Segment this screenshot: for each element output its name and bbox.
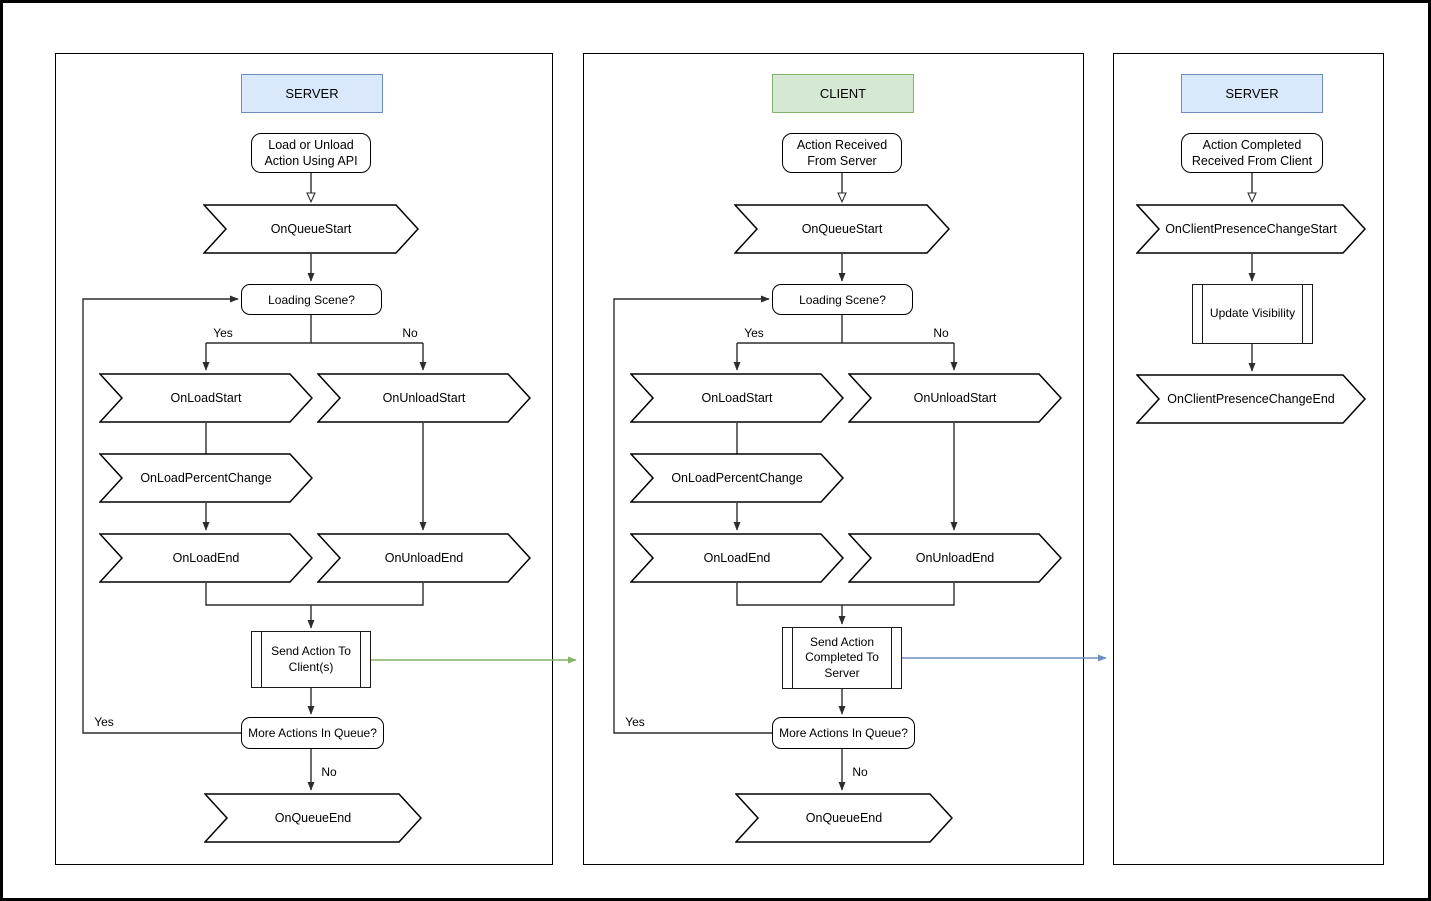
event-label: OnUnloadStart — [382, 391, 466, 405]
start-label: Load or Unload Action Using API — [264, 137, 358, 168]
event-onloadstart-p1: OnLoadStart — [99, 373, 313, 423]
chevron-shape — [1136, 374, 1366, 424]
decision-label: Loading Scene? — [268, 292, 355, 307]
chevron-shape — [317, 373, 531, 423]
process-send-action-completed: Send Action Completed To Server — [782, 627, 902, 689]
process-label: Update Visibility — [1209, 306, 1296, 321]
event-onloadpercentchange-p1: OnLoadPercentChange — [99, 453, 313, 503]
process-label: Send Action Completed To Server — [805, 634, 879, 680]
event-label: OnLoadPercentChange — [671, 471, 803, 485]
event-onunloadstart-p2: OnUnloadStart — [848, 373, 1062, 423]
event-onqueueend-p1: OnQueueEnd — [204, 793, 422, 843]
decision-more-actions-p1: More Actions In Queue? — [241, 717, 384, 749]
event-onqueuestart-p1: OnQueueStart — [203, 204, 419, 254]
chevron-shape — [317, 533, 531, 583]
event-label: OnLoadStart — [701, 391, 773, 405]
edge-label-no-bottom-p1: No — [321, 765, 337, 779]
chevron-shape — [1136, 204, 1366, 254]
event-onqueueend-p2: OnQueueEnd — [735, 793, 953, 843]
process-send-action-to-clients: Send Action To Client(s) — [251, 631, 371, 688]
edge-label-yes-top-p2: Yes — [744, 326, 764, 340]
event-onloadend-p2: OnLoadEnd — [630, 533, 844, 583]
event-label: OnQueueStart — [801, 222, 883, 236]
event-label: OnUnloadEnd — [384, 551, 464, 565]
header-server-2: SERVER — [1181, 74, 1323, 113]
event-onqueuestart-p2: OnQueueStart — [734, 204, 950, 254]
event-onunloadend-p2: OnUnloadEnd — [848, 533, 1062, 583]
start-label: Action Completed Received From Client — [1191, 137, 1313, 168]
decision-loading-scene-p2: Loading Scene? — [772, 284, 913, 315]
event-onclientpresencechangeend: OnClientPresenceChangeEnd — [1136, 374, 1366, 424]
panel-server-presence — [1113, 53, 1384, 865]
event-onloadstart-p2: OnLoadStart — [630, 373, 844, 423]
process-label: Send Action To Client(s) — [271, 643, 351, 674]
edge-label-yes-top-p1: Yes — [213, 326, 233, 340]
chevron-shape — [204, 793, 422, 843]
event-label: OnClientPresenceChangeEnd — [1167, 392, 1335, 406]
edge-label-no-bottom-p2: No — [852, 765, 868, 779]
event-onclientpresencechangestart: OnClientPresenceChangeStart — [1136, 204, 1366, 254]
edge-label-yes-loop-p2: Yes — [625, 715, 645, 729]
event-label: OnQueueEnd — [274, 811, 352, 825]
event-label: OnUnloadStart — [913, 391, 997, 405]
event-label: OnLoadStart — [170, 391, 242, 405]
decision-label: Loading Scene? — [799, 292, 886, 307]
event-label: OnClientPresenceChangeStart — [1165, 222, 1337, 236]
chevron-shape — [735, 793, 953, 843]
process-update-visibility: Update Visibility — [1192, 284, 1313, 344]
header-server-1: SERVER — [241, 74, 383, 113]
header-label: SERVER — [285, 86, 339, 101]
decision-loading-scene-p1: Loading Scene? — [241, 284, 382, 315]
start-node-action-received: Action Received From Server — [782, 133, 902, 173]
start-label: Action Received From Server — [796, 137, 888, 168]
event-label: OnLoadEnd — [703, 551, 771, 565]
chevron-shape — [848, 533, 1062, 583]
start-node-action-completed-received: Action Completed Received From Client — [1181, 133, 1323, 173]
decision-more-actions-p2: More Actions In Queue? — [772, 717, 915, 749]
event-label: OnQueueStart — [270, 222, 352, 236]
decision-label: More Actions In Queue? — [779, 726, 908, 740]
event-onunloadend-p1: OnUnloadEnd — [317, 533, 531, 583]
event-onunloadstart-p1: OnUnloadStart — [317, 373, 531, 423]
edge-label-yes-loop-p1: Yes — [94, 715, 114, 729]
edge-label-no-top-p1: No — [402, 326, 418, 340]
header-client: CLIENT — [772, 74, 914, 113]
start-node-load-unload-api: Load or Unload Action Using API — [251, 133, 371, 173]
chevron-shape — [848, 373, 1062, 423]
decision-label: More Actions In Queue? — [248, 726, 377, 740]
event-onloadpercentchange-p2: OnLoadPercentChange — [630, 453, 844, 503]
header-label: CLIENT — [819, 86, 867, 101]
event-label: OnLoadEnd — [172, 551, 240, 565]
chevron-shape — [203, 204, 419, 254]
event-label: OnLoadPercentChange — [140, 471, 272, 485]
edge-label-no-top-p2: No — [933, 326, 949, 340]
event-label: OnQueueEnd — [805, 811, 883, 825]
header-label: SERVER — [1225, 86, 1279, 101]
event-onloadend-p1: OnLoadEnd — [99, 533, 313, 583]
chevron-shape — [734, 204, 950, 254]
event-label: OnUnloadEnd — [915, 551, 995, 565]
